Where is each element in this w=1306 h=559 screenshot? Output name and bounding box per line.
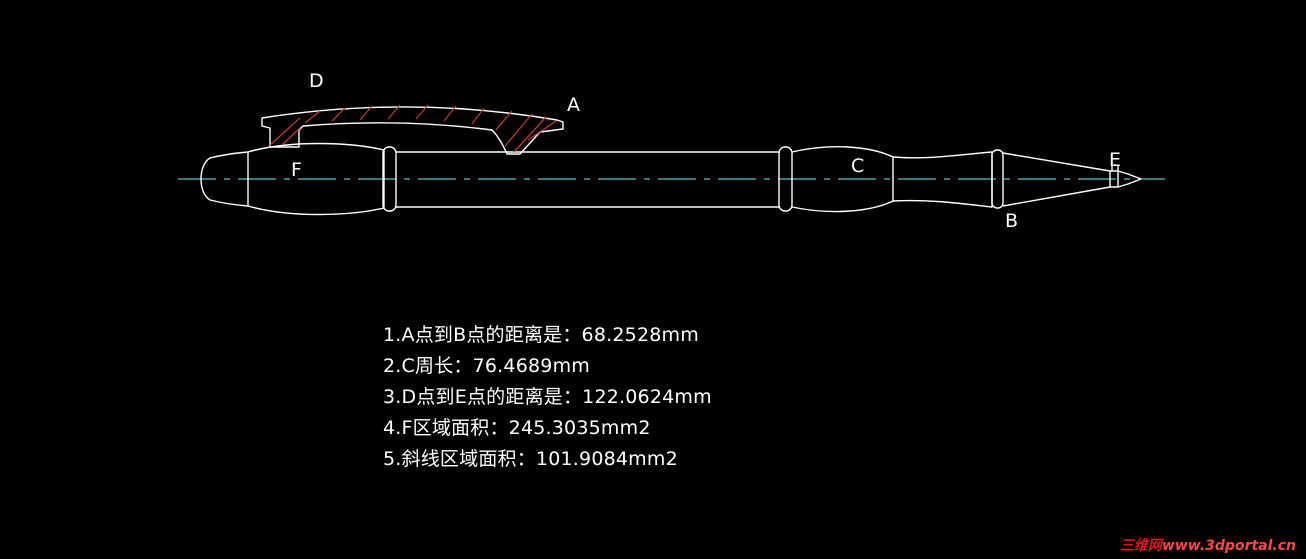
note-hatch-area: 5.斜线区域面积：101.9084mm2	[383, 448, 678, 470]
label-a: A	[567, 94, 580, 116]
note-c-perimeter: 2.C周长：76.4689mm	[383, 355, 590, 377]
clip-hatch	[269, 104, 557, 153]
refill-tip	[1110, 170, 1142, 188]
label-b: B	[1005, 210, 1018, 232]
note-f-area: 4.F区域面积：245.3035mm2	[383, 417, 651, 439]
ring-right	[778, 146, 793, 212]
label-d: D	[309, 70, 324, 92]
watermark: 三维网www.3dportal.cn	[1120, 535, 1296, 555]
clip-outline	[261, 106, 564, 155]
watermark-chinese: 三维网	[1119, 538, 1162, 554]
measurement-notes: 1.A点到B点的距离是：68.2528mm 2.C周长：76.4689mm 3.…	[383, 320, 712, 475]
pen-clip	[261, 104, 564, 155]
watermark-url: www.3dportal.cn	[1161, 538, 1296, 554]
ring-tip	[991, 149, 1004, 209]
cone-tip	[1002, 152, 1111, 207]
label-c: C	[851, 155, 864, 177]
ring-left	[382, 146, 397, 212]
barrel	[396, 151, 780, 208]
label-f: F	[291, 159, 302, 181]
pen-outline	[200, 142, 1142, 216]
note-ab-distance: 1.A点到B点的距离是：68.2528mm	[383, 324, 699, 346]
label-e: E	[1109, 149, 1121, 171]
note-de-distance: 3.D点到E点的距离是：122.0624mm	[383, 386, 712, 408]
